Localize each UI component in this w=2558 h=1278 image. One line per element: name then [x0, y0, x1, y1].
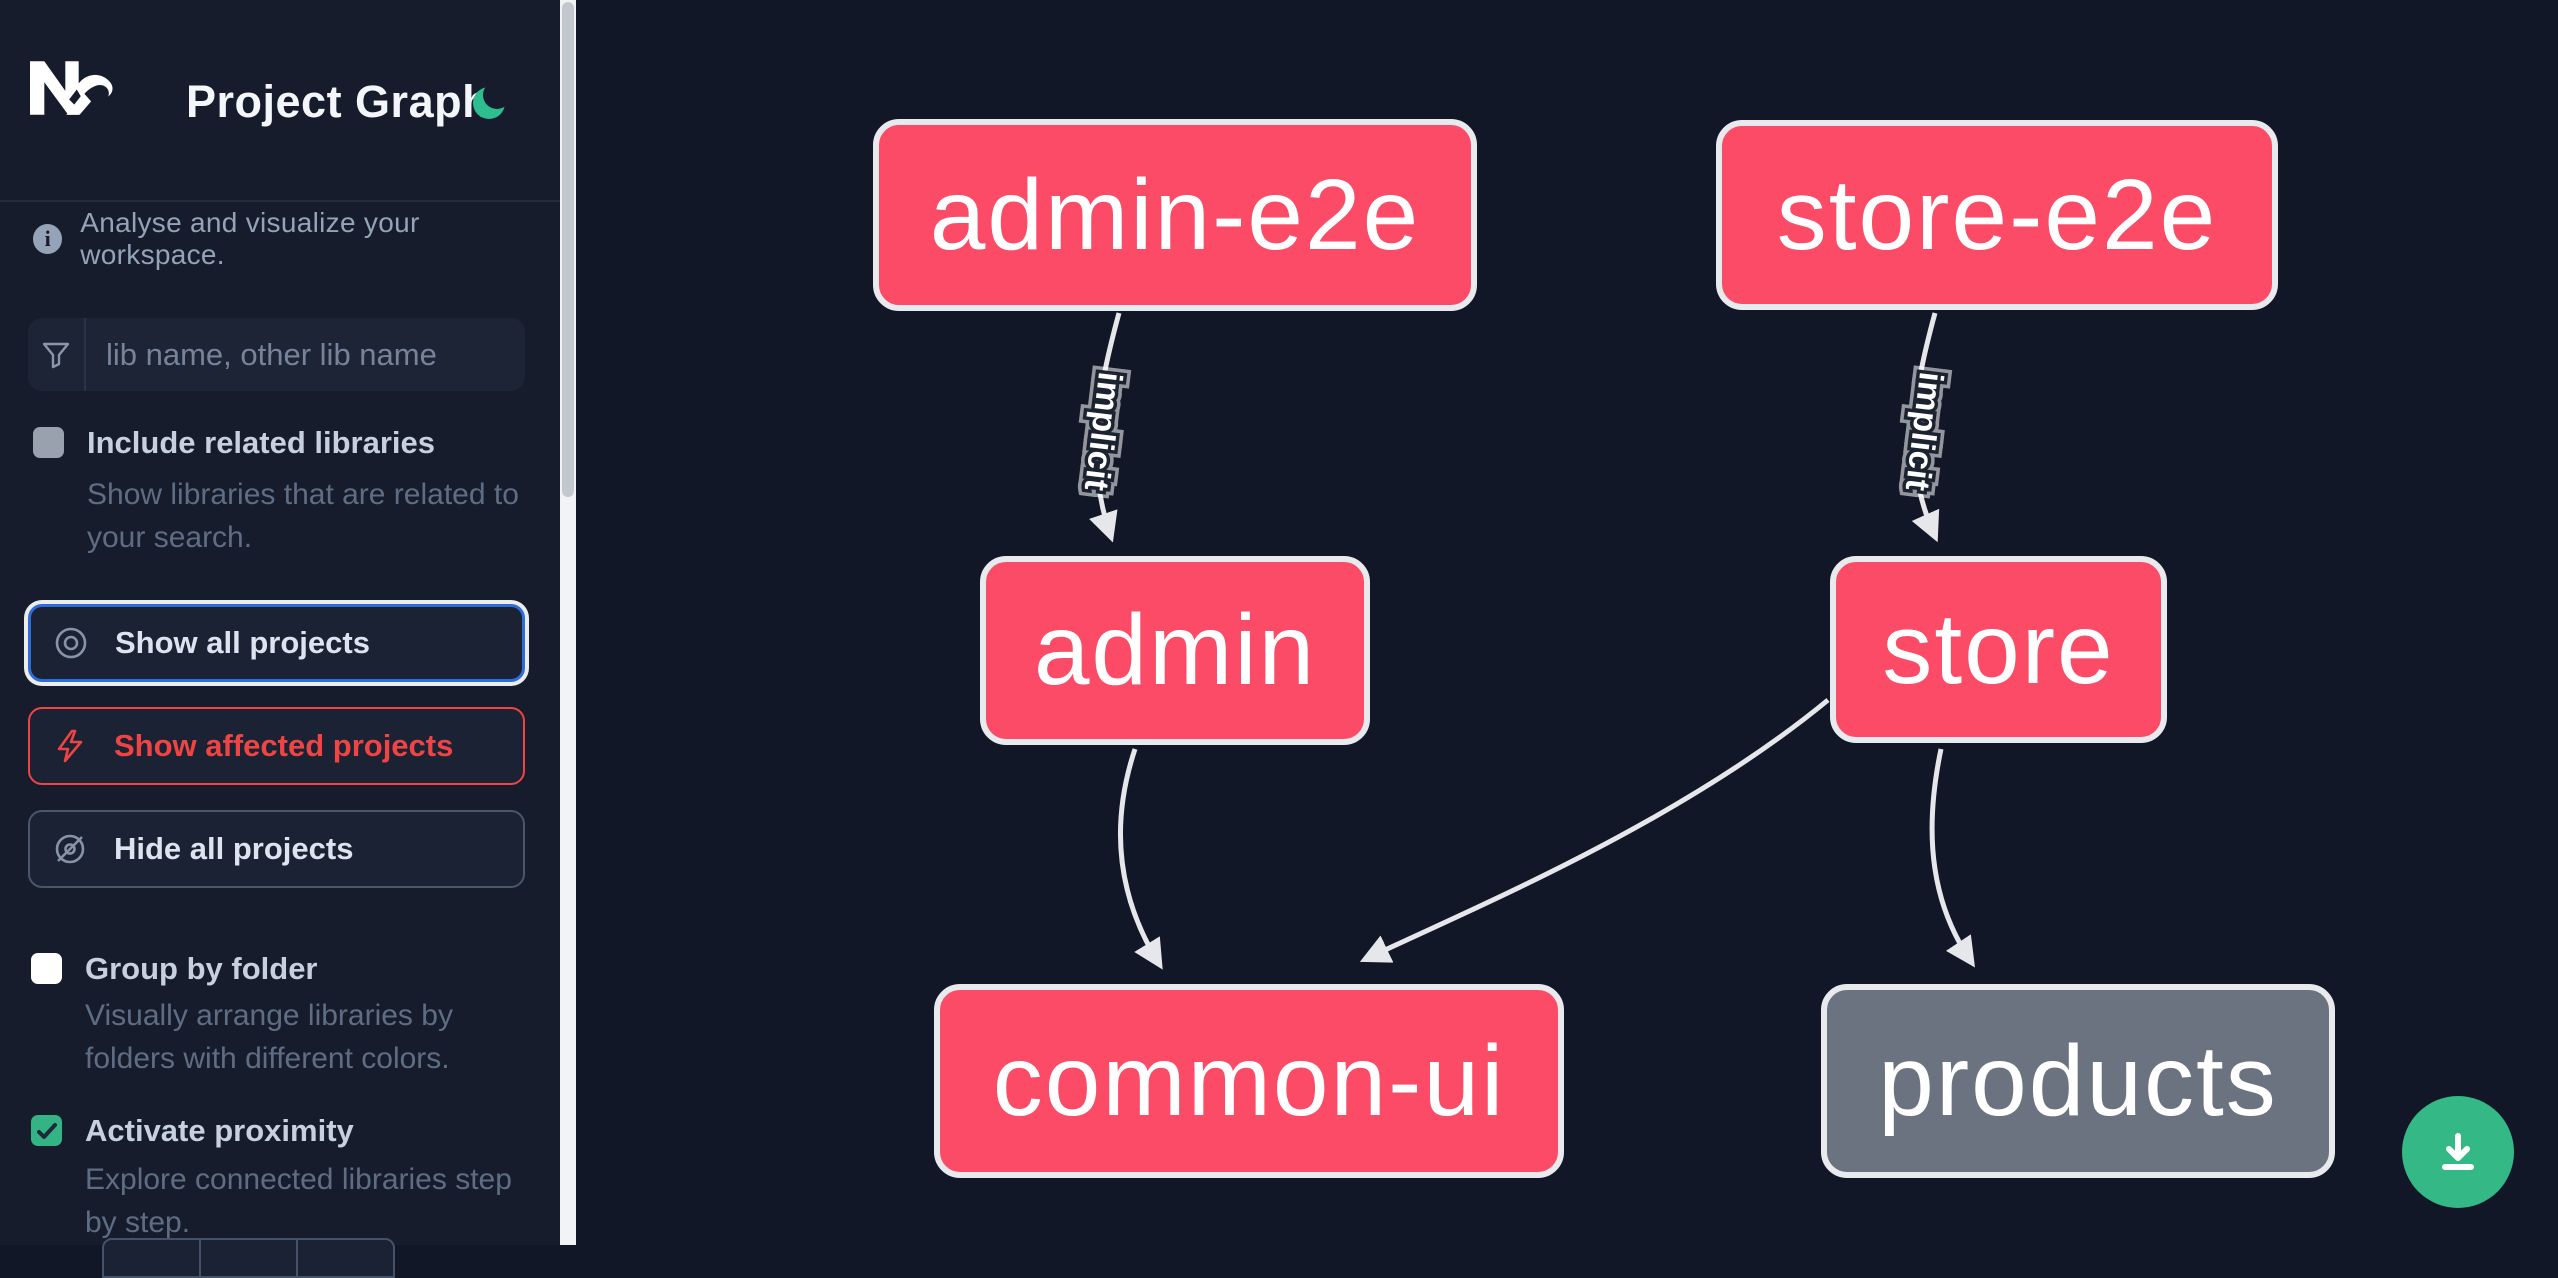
button-label: Hide all projects	[114, 831, 354, 866]
checkbox-include-related-libraries[interactable]	[33, 427, 64, 458]
show-affected-projects-button[interactable]: Show affected projects	[28, 707, 525, 785]
option-desc-line: by step.	[85, 1206, 191, 1239]
option-desc-line: your search.	[87, 521, 253, 554]
graph-node-store[interactable]: store	[1830, 556, 2167, 743]
download-icon	[2442, 1133, 2474, 1170]
edge-store-common-ui[interactable]	[1359, 698, 1830, 963]
stepper-decrement[interactable]	[104, 1240, 199, 1276]
download-image-button[interactable]	[2402, 1096, 2514, 1208]
eye-icon	[55, 627, 87, 659]
graph-edges: implicit implicit implicit implicit impl…	[1070, 312, 1975, 970]
show-all-projects-button[interactable]: Show all projects	[28, 604, 525, 682]
page-title: Project Graph	[186, 76, 491, 127]
edge-admin-e2e-admin[interactable]	[1089, 312, 1122, 543]
svg-text:implicit: implicit	[1898, 370, 1950, 493]
check-icon	[36, 1122, 57, 1139]
button-label: Show affected projects	[114, 728, 454, 763]
tagline: Analyse and visualize your workspace.	[80, 207, 420, 270]
checkbox-activate-proximity[interactable]	[31, 1115, 62, 1146]
option-desc-line: Explore connected libraries step	[85, 1163, 512, 1196]
stepper-increment[interactable]	[296, 1240, 393, 1276]
option-label: Activate proximity	[85, 1113, 354, 1148]
graph-node-admin[interactable]: admin	[980, 556, 1370, 745]
filter-funnel-icon	[28, 318, 86, 391]
graph-node-common-ui[interactable]: common-ui	[934, 984, 1564, 1178]
option-desc-line: Visually arrange libraries by	[85, 999, 453, 1032]
button-label: Show all projects	[115, 625, 370, 660]
stepper-value	[199, 1240, 296, 1276]
sidebar-scrollbar[interactable]	[560, 0, 576, 1245]
edge-label-implicit: implicit implicit implicit	[1891, 363, 1957, 500]
nx-logo-icon	[30, 61, 113, 115]
search-input[interactable]	[86, 318, 525, 391]
option-desc-line: Show libraries that are related to	[87, 478, 519, 511]
graph-node-admin-e2e[interactable]: admin-e2e	[873, 119, 1477, 311]
info-icon: i	[33, 224, 63, 254]
edge-store-e2e-store[interactable]	[1911, 312, 1940, 543]
workspace-info: i Analyse and visualize your workspace.	[33, 207, 560, 271]
eye-off-icon	[55, 834, 85, 864]
sidebar-header: Project Graph	[0, 0, 560, 202]
project-graph-canvas[interactable]: implicit implicit implicit implicit impl…	[576, 0, 2558, 1245]
edge-store-products[interactable]	[1929, 748, 1975, 968]
dark-mode-moon-icon[interactable]	[472, 84, 508, 120]
proximity-depth-stepper[interactable]	[102, 1238, 395, 1278]
checkbox-group-by-folder[interactable]	[31, 953, 62, 984]
graph-node-store-e2e[interactable]: store-e2e	[1716, 120, 2278, 310]
lightning-bolt-icon	[57, 729, 83, 763]
sidebar-scrollbar-thumb[interactable]	[562, 2, 574, 497]
edge-admin-common-ui[interactable]	[1117, 748, 1163, 970]
edge-label-implicit: implicit implicit implicit	[1070, 363, 1136, 500]
option-label: Group by folder	[85, 951, 318, 986]
svg-text:implicit: implicit	[1077, 370, 1129, 493]
sidebar: Project Graph i Analyse and visualize yo…	[0, 0, 560, 1278]
search-box	[28, 318, 525, 391]
hide-all-projects-button[interactable]: Hide all projects	[28, 810, 525, 888]
option-desc-line: folders with different colors.	[85, 1042, 450, 1075]
graph-node-products[interactable]: products	[1821, 984, 2335, 1178]
option-label: Include related libraries	[87, 425, 436, 460]
